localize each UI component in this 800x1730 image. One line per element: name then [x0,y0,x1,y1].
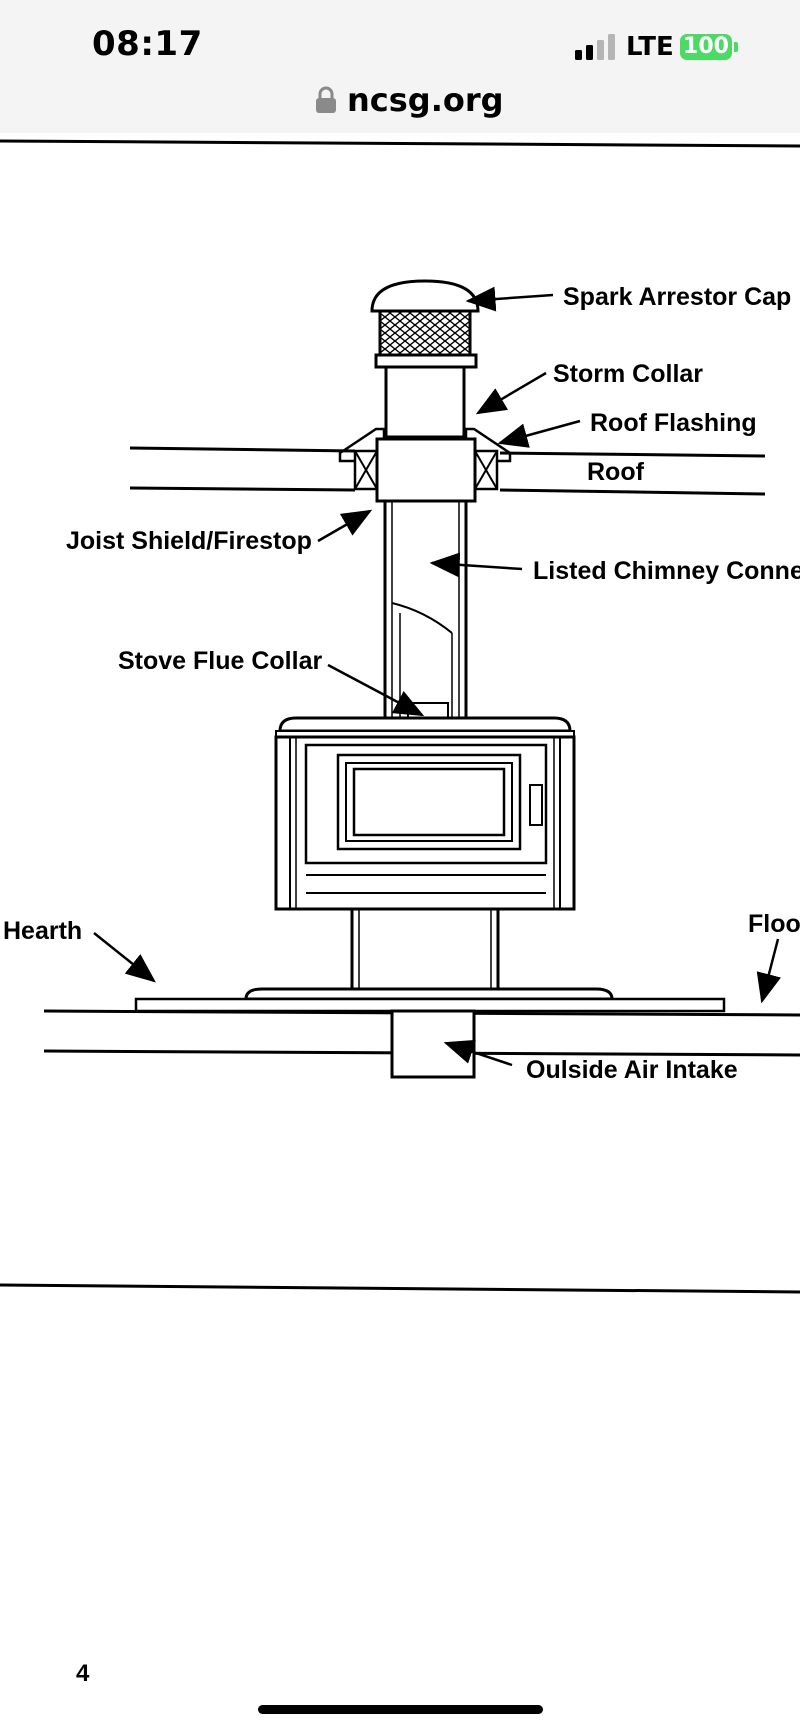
top-rule [0,139,800,148]
label-floor: Floo [748,910,800,938]
status-time: 08:17 [92,24,203,64]
chimney-connector [383,501,468,719]
label-outside-air-intake: Oulside Air Intake [526,1056,738,1084]
stove-installation-diagram: Spark Arrestor Cap Storm Collar Roof Fla… [0,139,800,1294]
page-number: 4 [76,1660,90,1687]
label-joist-shield: Joist Shield/Firestop [66,527,312,555]
cellular-signal-icon [575,34,615,60]
stove-body [274,716,576,916]
carrier-label: LTE [626,32,674,62]
air-intake-duct [390,1009,476,1079]
address-bar[interactable]: ncsg.org [315,80,504,120]
hearth-pad [134,997,726,1013]
status-bar: 08:17 LTE 100 ncsg.org [0,0,800,133]
url-text: ncsg.org [347,81,504,119]
roof-line [129,446,356,453]
label-chimney-connector: Listed Chimney Connec [533,557,800,585]
stove-pedestal [244,907,614,1001]
label-roof-flashing: Roof Flashing [590,409,757,437]
label-hearth: Hearth [3,917,82,945]
label-roof: Roof [587,458,645,486]
label-spark-arrestor-cap: Spark Arrestor Cap [563,283,791,311]
battery-tip [734,42,738,52]
battery-indicator: 100 [680,34,732,60]
label-stove-flue-collar: Stove Flue Collar [118,647,322,675]
lock-icon [316,86,336,113]
spark-arrestor-cap [370,279,480,369]
bottom-rule [0,1283,800,1294]
label-storm-collar: Storm Collar [553,360,703,388]
joist-shield [353,437,499,503]
home-indicator[interactable] [258,1705,543,1714]
upper-pipe [384,365,466,439]
